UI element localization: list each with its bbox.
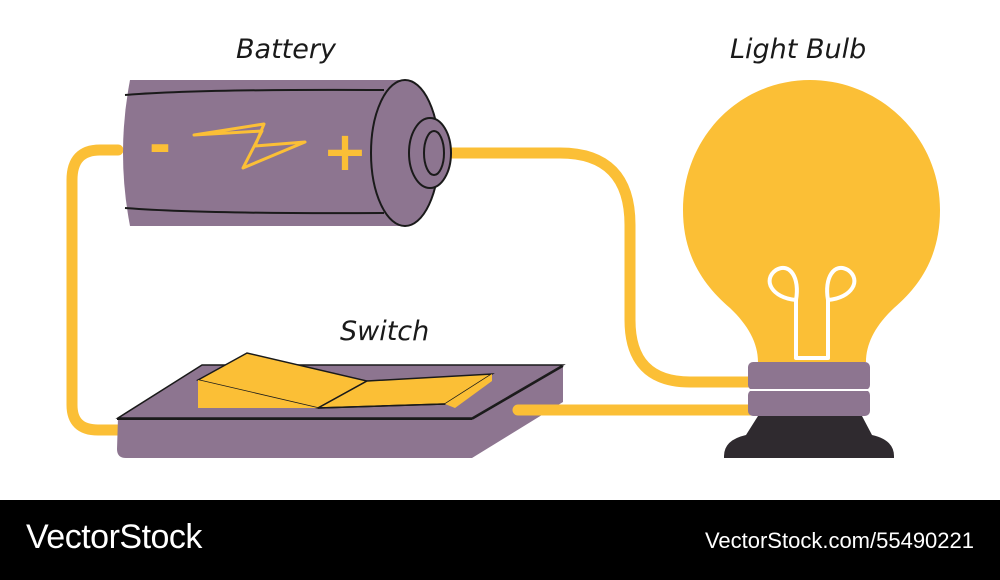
bulb-filament <box>767 266 857 360</box>
circuit-diagram: - + <box>66 79 940 458</box>
wire-battery-to-switch <box>66 144 126 436</box>
image-id: VectorStock.com/55490221 <box>704 528 974 553</box>
positive-sign: + <box>322 120 367 183</box>
battery: - + <box>123 79 452 227</box>
negative-sign: - <box>149 114 171 177</box>
switch-label: Switch <box>340 316 430 347</box>
bulb-base-ring-bottom <box>748 390 870 416</box>
light-bulb <box>683 80 940 458</box>
bulb-base-ring-top <box>748 362 870 390</box>
bulb-base-socket <box>724 416 894 458</box>
bulb-glass <box>683 80 940 362</box>
light-bulb-label: Light Bulb <box>730 34 867 65</box>
lightning-icon <box>192 122 307 170</box>
watermark-footer: VectorStock VectorStock.com/55490221 <box>0 500 1000 580</box>
switch-base-front <box>117 418 472 458</box>
brand-logo: VectorStock <box>26 518 202 556</box>
battery-label: Battery <box>236 34 336 65</box>
wire-battery-to-bulb <box>434 147 764 388</box>
battery-body <box>123 80 405 226</box>
switch <box>115 352 566 458</box>
switch-lever-front <box>198 380 318 408</box>
